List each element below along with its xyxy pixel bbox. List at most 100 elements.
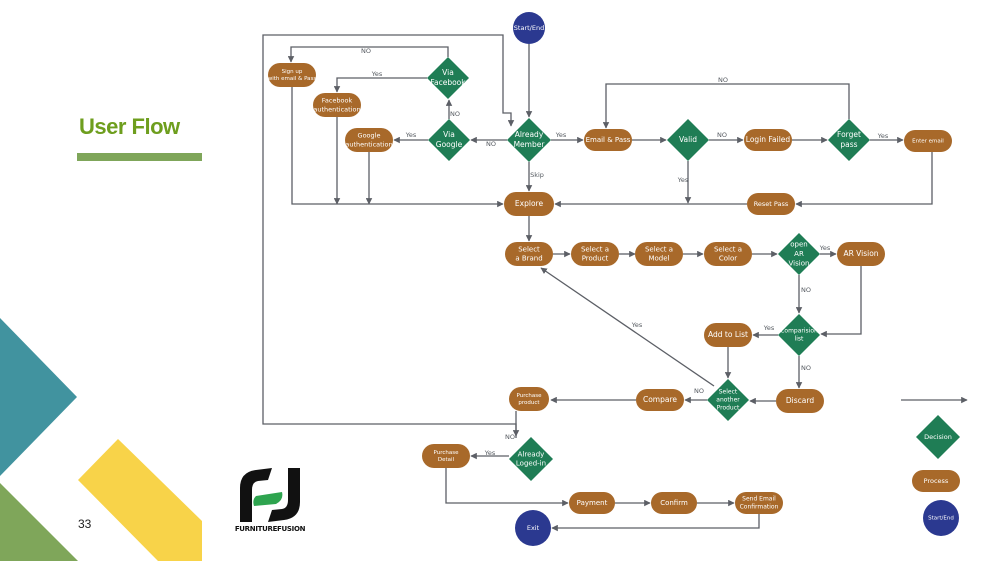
edge-label: Yes [763, 324, 775, 332]
edge-enter-email-to-reset-pass [795, 152, 933, 208]
flow-edges: YesNOSkipYesNOYesNONOYesYesNOYesNOYesNOY… [262, 34, 933, 532]
connector-arrow [540, 267, 715, 387]
process-pill-shape [735, 492, 783, 514]
edge-valid-to-login-failed: NO [709, 131, 744, 144]
edge-label: NO [718, 76, 728, 84]
furniturefusion-logo: FURNITUREFUSION [235, 468, 306, 533]
edge-label: Yes [555, 131, 567, 139]
node-label: another [716, 397, 740, 404]
node-label: authentication [313, 105, 360, 113]
edge-already-logged-in-to-already-member: NO [262, 34, 517, 441]
node-label: Payment [577, 499, 608, 507]
page-title: User Flow [79, 114, 180, 139]
edge-label: Yes [677, 176, 689, 184]
decision-diamond-shape [778, 314, 820, 356]
process-pill-shape [744, 129, 792, 151]
node-label: AR Vision [843, 249, 878, 258]
logo-j-shape [268, 468, 300, 522]
edge-forget-pass-to-enter-email: Yes [870, 132, 904, 144]
node-label: Purchase [434, 450, 460, 456]
connector-arrow [291, 87, 504, 208]
process-pill-shape [747, 193, 795, 215]
process-pill-shape [422, 444, 470, 468]
title-underline [77, 153, 202, 161]
edge-already-member-to-via-google: NO [470, 136, 507, 148]
node-explore: Explore [504, 192, 554, 216]
connector-arrow [602, 83, 850, 129]
node-label: with email & Pass [268, 76, 317, 82]
node-label: Via [443, 130, 455, 139]
node-label: Select [719, 388, 738, 395]
edge-select-another-to-select-brand: Yes [540, 267, 715, 387]
node-reset-pass: Reset Pass [747, 193, 795, 215]
edge-purchase-detail-to-payment [445, 468, 569, 507]
edge-via-google-to-google-auth: Yes [393, 131, 428, 144]
process-pill-shape [509, 387, 549, 411]
node-label: Confirmation [740, 504, 779, 511]
node-label: Process [924, 477, 949, 485]
decision-diamond-shape [916, 415, 960, 459]
node-label: Add to List [708, 330, 748, 339]
connector-arrow [262, 34, 517, 438]
process-pill-shape [776, 389, 824, 413]
node-label: Select [518, 245, 540, 253]
terminal-circle-shape [513, 12, 545, 44]
edge-already-member-to-explore: Skip [525, 162, 544, 192]
node-label: Product [582, 255, 609, 263]
edge-valid-to-explore: Yes [677, 161, 692, 204]
edge-ar-vision-to-comparison-list [820, 266, 862, 338]
edge-via-facebook-to-signup: NO [287, 46, 449, 63]
node-label: Product [717, 405, 740, 412]
edge-label: Yes [405, 131, 417, 139]
edge-signup-to-explore [291, 87, 504, 208]
legend-decision: Decision [916, 415, 960, 459]
node-label: Explore [515, 199, 544, 208]
node-label: Exit [527, 524, 540, 532]
process-pill-shape [912, 470, 960, 492]
node-label: Vision [789, 259, 810, 267]
process-pill-shape [651, 492, 697, 514]
node-label: Via [442, 68, 454, 77]
node-label: Color [719, 255, 737, 263]
logo-leaf-shape [253, 492, 283, 506]
decision-diamond-shape [828, 119, 870, 161]
decision-diamond-shape [427, 57, 469, 99]
edge-already-logged-in-to-purchase-detail: Yes [470, 449, 509, 460]
node-payment: Payment [569, 492, 615, 514]
node-label: Model [648, 255, 669, 263]
edge-label: NO [801, 364, 811, 372]
node-label: Start/End [928, 516, 954, 522]
legend-process: Process [912, 470, 960, 492]
node-label: Purchase [517, 393, 543, 399]
node-label: Already [515, 130, 544, 139]
process-pill-shape [504, 192, 554, 216]
green-triangle-shape [0, 483, 78, 561]
terminal-circle-shape [923, 500, 959, 536]
edge-select-another-to-compare: NO [684, 387, 707, 404]
edge-forget-pass-to-email-pass: NO [602, 76, 850, 129]
connector-arrow [551, 514, 760, 532]
process-pill-shape [704, 323, 752, 347]
edge-label: NO [486, 140, 496, 148]
decision-diamond-shape [507, 118, 551, 162]
logo-f-shape [240, 468, 272, 522]
node-label: list [795, 336, 804, 343]
process-pill-shape [571, 242, 619, 266]
edge-open-ar-to-comparison-list: NO [795, 275, 811, 314]
process-pill-shape [268, 63, 316, 87]
legend-terminal: Start/End [923, 500, 959, 536]
connector-arrow [795, 152, 933, 208]
